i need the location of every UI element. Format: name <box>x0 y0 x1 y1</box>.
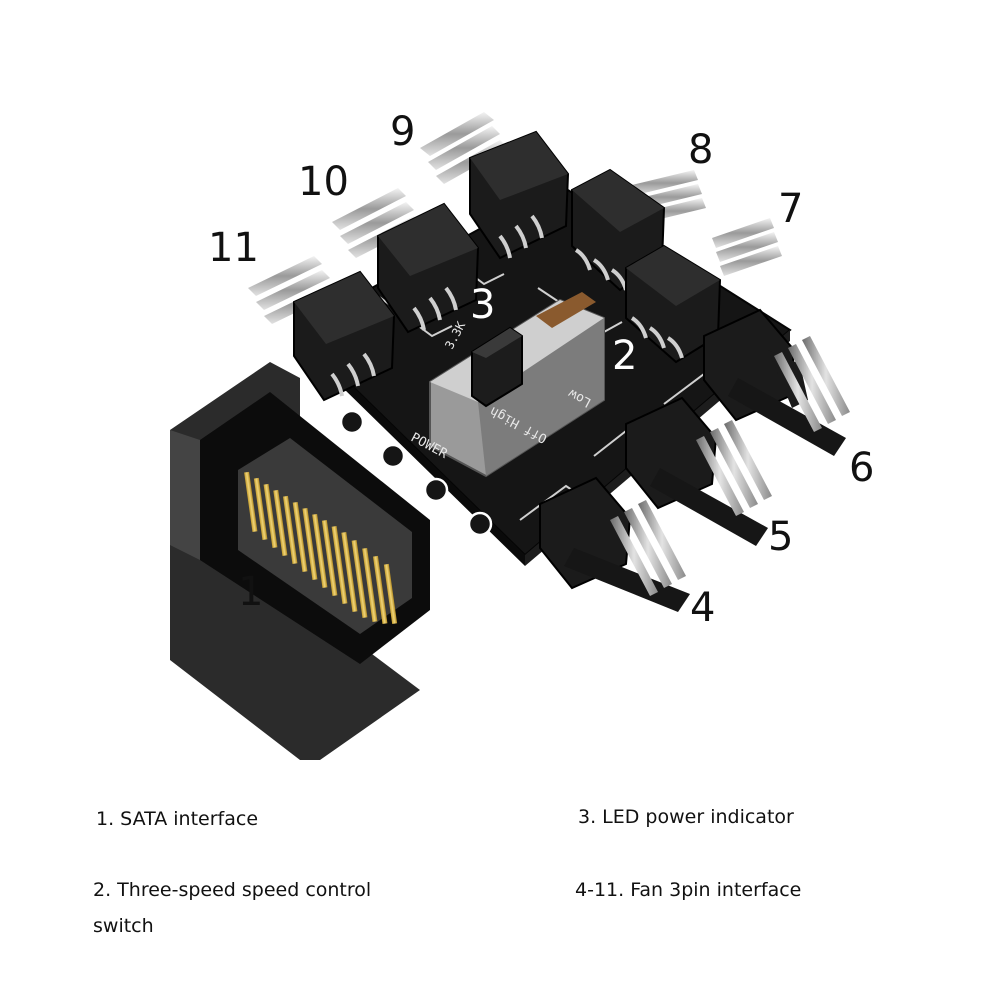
legend-sata: 1. SATA interface <box>96 808 259 830</box>
fan-header-4 <box>539 476 690 612</box>
legend-switch: 2. Three-speed speed control switch <box>93 879 372 937</box>
callout-5: 5 <box>768 514 794 560</box>
legend-fan: 4-11. Fan 3pin interface <box>575 879 802 901</box>
callout-11: 11 <box>208 225 259 271</box>
callout-1: 1 <box>238 569 264 615</box>
callout-3: 3 <box>470 282 496 328</box>
callout-4: 4 <box>690 585 716 631</box>
pcb-edge <box>295 330 525 566</box>
fan-header-7 <box>625 218 782 364</box>
callout-9: 9 <box>390 109 416 155</box>
sata-gold-pins <box>244 471 398 624</box>
led-pads <box>339 409 493 537</box>
fan-header-5 <box>625 396 772 546</box>
legend-led: 3. LED power indicator <box>578 806 794 828</box>
callout-2: 2 <box>612 333 638 379</box>
speed-switch <box>429 292 605 478</box>
callout-7: 7 <box>778 186 804 232</box>
fan-hub-illustration: POWER Off High Low 3.3K <box>170 112 850 760</box>
callout-10: 10 <box>298 159 349 205</box>
callout-8: 8 <box>688 127 714 173</box>
fan-header-10 <box>332 188 480 334</box>
fan-header-11 <box>248 256 396 402</box>
sata-connector <box>170 362 430 760</box>
fan-header-9 <box>420 112 570 260</box>
callout-6: 6 <box>849 445 875 491</box>
fan-header-6 <box>703 308 850 456</box>
